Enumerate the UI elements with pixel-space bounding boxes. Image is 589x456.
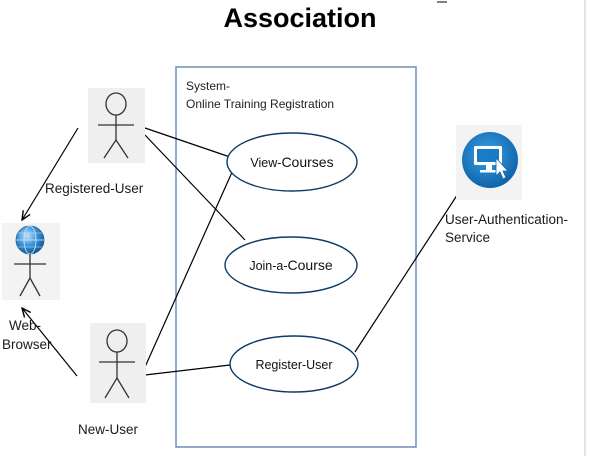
actor-auth-service-label-line2: Service	[445, 230, 490, 245]
globe-icon	[15, 225, 45, 255]
system-boundary	[175, 66, 417, 448]
actor-web-browser[interactable]	[2, 223, 60, 300]
use-case-register-user[interactable]: Register-User	[229, 335, 359, 393]
assoc-registered-join	[144, 134, 246, 241]
actor-web-browser-label-line2: Browser	[2, 337, 52, 352]
actor-new-user[interactable]	[90, 323, 146, 403]
arrow-new-to-browser	[22, 308, 78, 377]
assoc-new-register	[144, 364, 231, 376]
actor-registered-user-label: Registered-User	[45, 181, 144, 196]
system-label-line1: System-	[186, 79, 230, 93]
system-label-line2: Online Training Registration	[186, 97, 334, 111]
use-case-register-user-label: Register-User	[255, 358, 332, 372]
actor-new-user-label: New-User	[78, 422, 139, 437]
actor-web-browser-label-line1: Web-	[9, 318, 41, 333]
use-case-join-course[interactable]: Join-a-Course	[224, 236, 358, 294]
arrow-registered-to-browser	[22, 127, 79, 220]
use-case-join-course-label: Join-a-Course	[249, 257, 333, 273]
actor-auth-service[interactable]	[456, 125, 522, 200]
assoc-registered-view	[144, 127, 231, 158]
assoc-new-view	[144, 169, 234, 368]
association-lines	[144, 127, 466, 376]
actor-auth-service-label-line1: User-Authentication-	[445, 212, 568, 227]
use-case-view-courses-label: View-Courses	[250, 154, 333, 170]
stick-figure-icon	[98, 92, 134, 159]
actor-new-user-bg	[90, 323, 146, 403]
stick-figure-icon	[14, 254, 46, 297]
stick-figure-icon	[99, 329, 135, 399]
use-case-view-courses[interactable]: View-Courses	[226, 132, 358, 192]
monitor-cursor-icon	[462, 132, 518, 188]
diagram-title: Association	[223, 3, 376, 33]
actor-registered-user[interactable]	[88, 88, 145, 163]
assoc-register-auth	[354, 182, 466, 353]
